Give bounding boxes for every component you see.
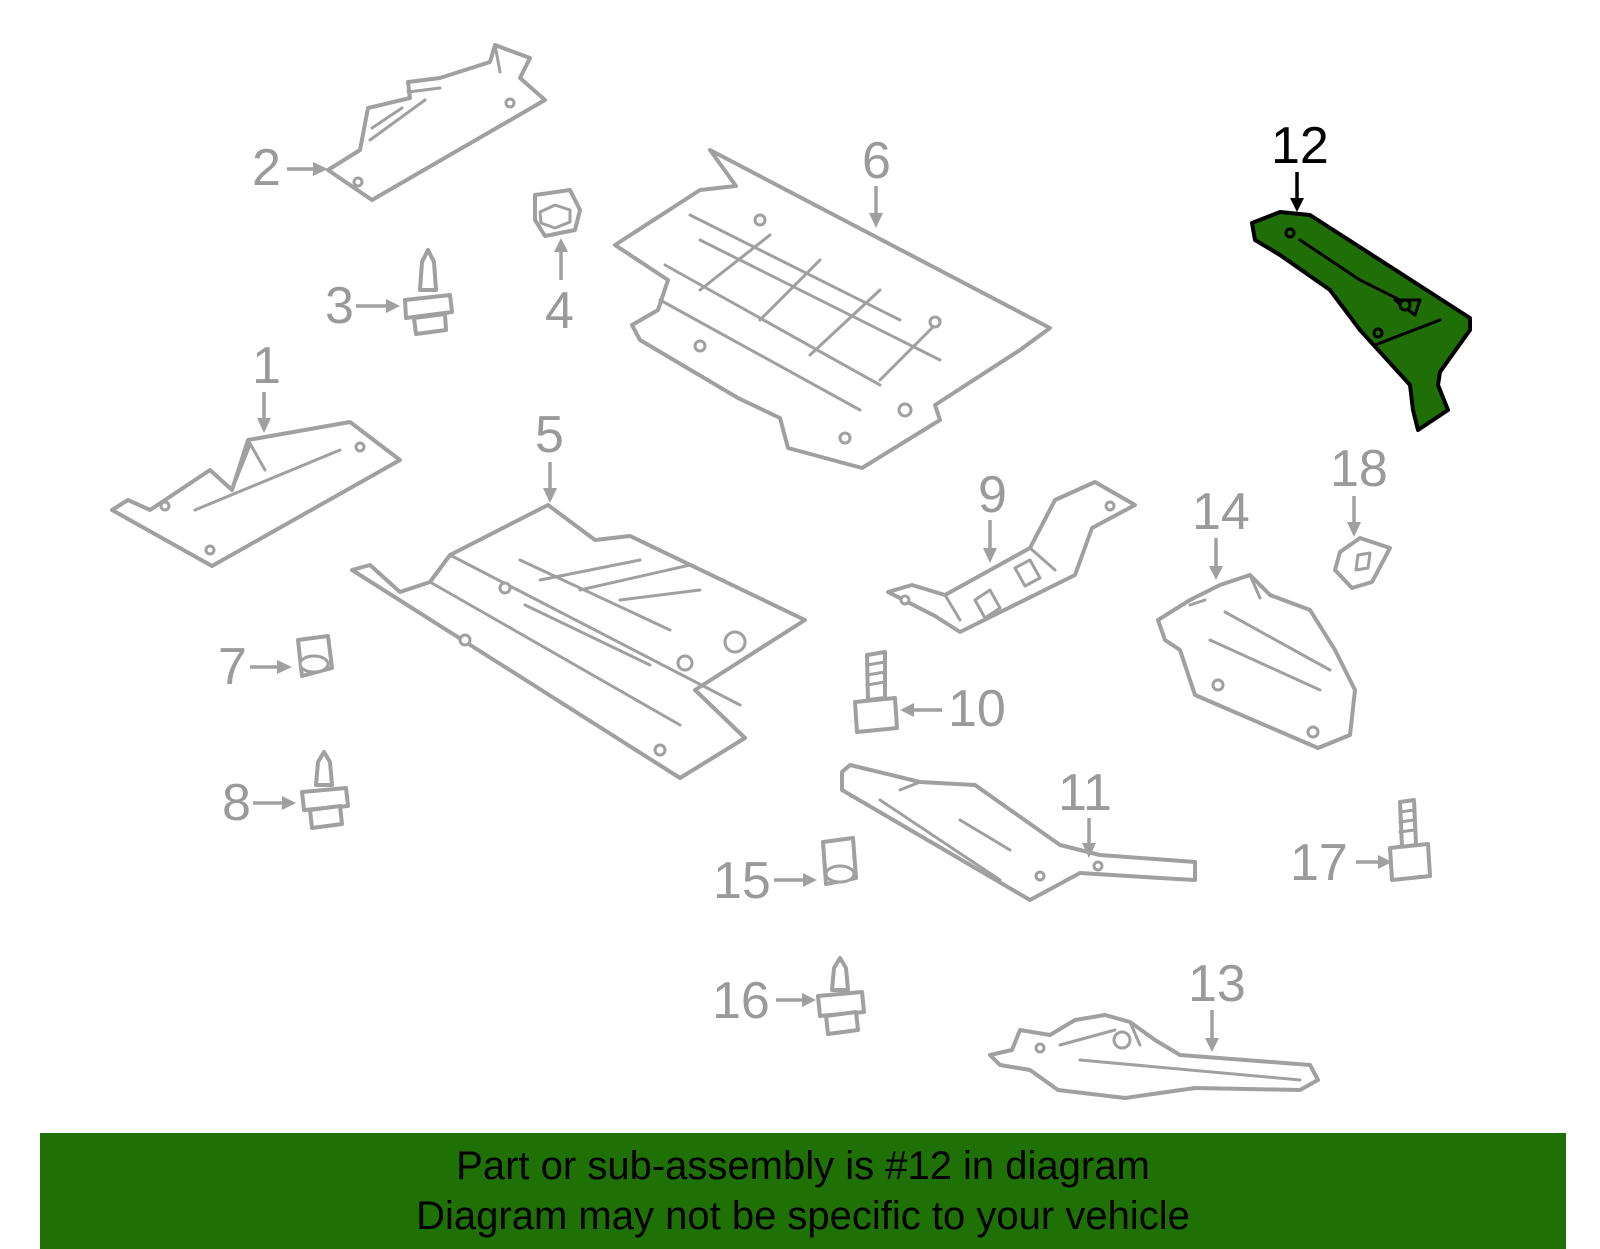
callout-number-13: 13 [1188,955,1246,1013]
callout-number-14: 14 [1192,483,1250,541]
callout-1: 1 [252,337,281,433]
part-4[interactable] [533,188,582,238]
callout-15: 15 [713,852,817,910]
callout-4: 4 [545,238,574,340]
callout-number-11: 11 [1058,764,1112,822]
callout-number-8: 8 [222,774,251,832]
part-10[interactable] [853,650,899,734]
callout-11: 11 [1058,764,1112,858]
callout-number-2: 2 [252,139,281,197]
callout-17: 17 [1290,834,1392,892]
callout-number-16: 16 [712,972,770,1030]
callout-5: 5 [535,406,564,503]
callout-16: 16 [712,972,816,1030]
part-18[interactable] [1333,536,1392,590]
callout-number-10: 10 [948,680,1006,738]
part-8[interactable] [300,750,350,830]
callout-number-9: 9 [978,466,1007,524]
callout-number-15: 15 [713,852,771,910]
part-14[interactable] [1156,573,1357,750]
callout-number-12: 12 [1271,117,1329,175]
callout-2: 2 [252,139,328,197]
callout-13: 13 [1188,955,1246,1052]
part-7[interactable] [296,634,334,678]
callout-number-5: 5 [535,406,564,464]
callout-3: 3 [325,277,400,335]
callout-12: 12 [1271,117,1329,212]
callout-10: 10 [900,680,1006,738]
part-16[interactable] [816,956,866,1036]
callout-number-4: 4 [545,282,574,340]
part-5[interactable] [350,503,807,780]
part-11[interactable] [840,763,1197,902]
callout-number-18: 18 [1330,440,1388,498]
callout-number-7: 7 [218,638,247,696]
callout-14: 14 [1192,483,1250,580]
callout-18: 18 [1330,440,1388,537]
info-banner: Part or sub-assembly is #12 in diagram D… [40,1133,1566,1249]
callout-6: 6 [862,132,891,228]
part-12[interactable] [1250,210,1472,432]
callout-number-1: 1 [252,337,281,395]
callout-8: 8 [222,774,296,832]
part-17[interactable] [1388,798,1432,882]
callout-number-6: 6 [862,132,891,190]
part-13[interactable] [988,1013,1320,1100]
part-9[interactable] [886,480,1137,634]
part-2[interactable] [326,43,547,202]
callout-9: 9 [978,466,1007,563]
part-3[interactable] [403,248,454,336]
callout-number-17: 17 [1290,834,1348,892]
banner-line-1: Part or sub-assembly is #12 in diagram [456,1144,1150,1188]
callout-7: 7 [218,638,292,696]
part-6[interactable] [613,148,1052,470]
callout-number-3: 3 [325,277,354,335]
banner-line-2: Diagram may not be specific to your vehi… [416,1194,1190,1238]
part-15[interactable] [821,836,858,886]
part-1[interactable] [110,420,402,568]
